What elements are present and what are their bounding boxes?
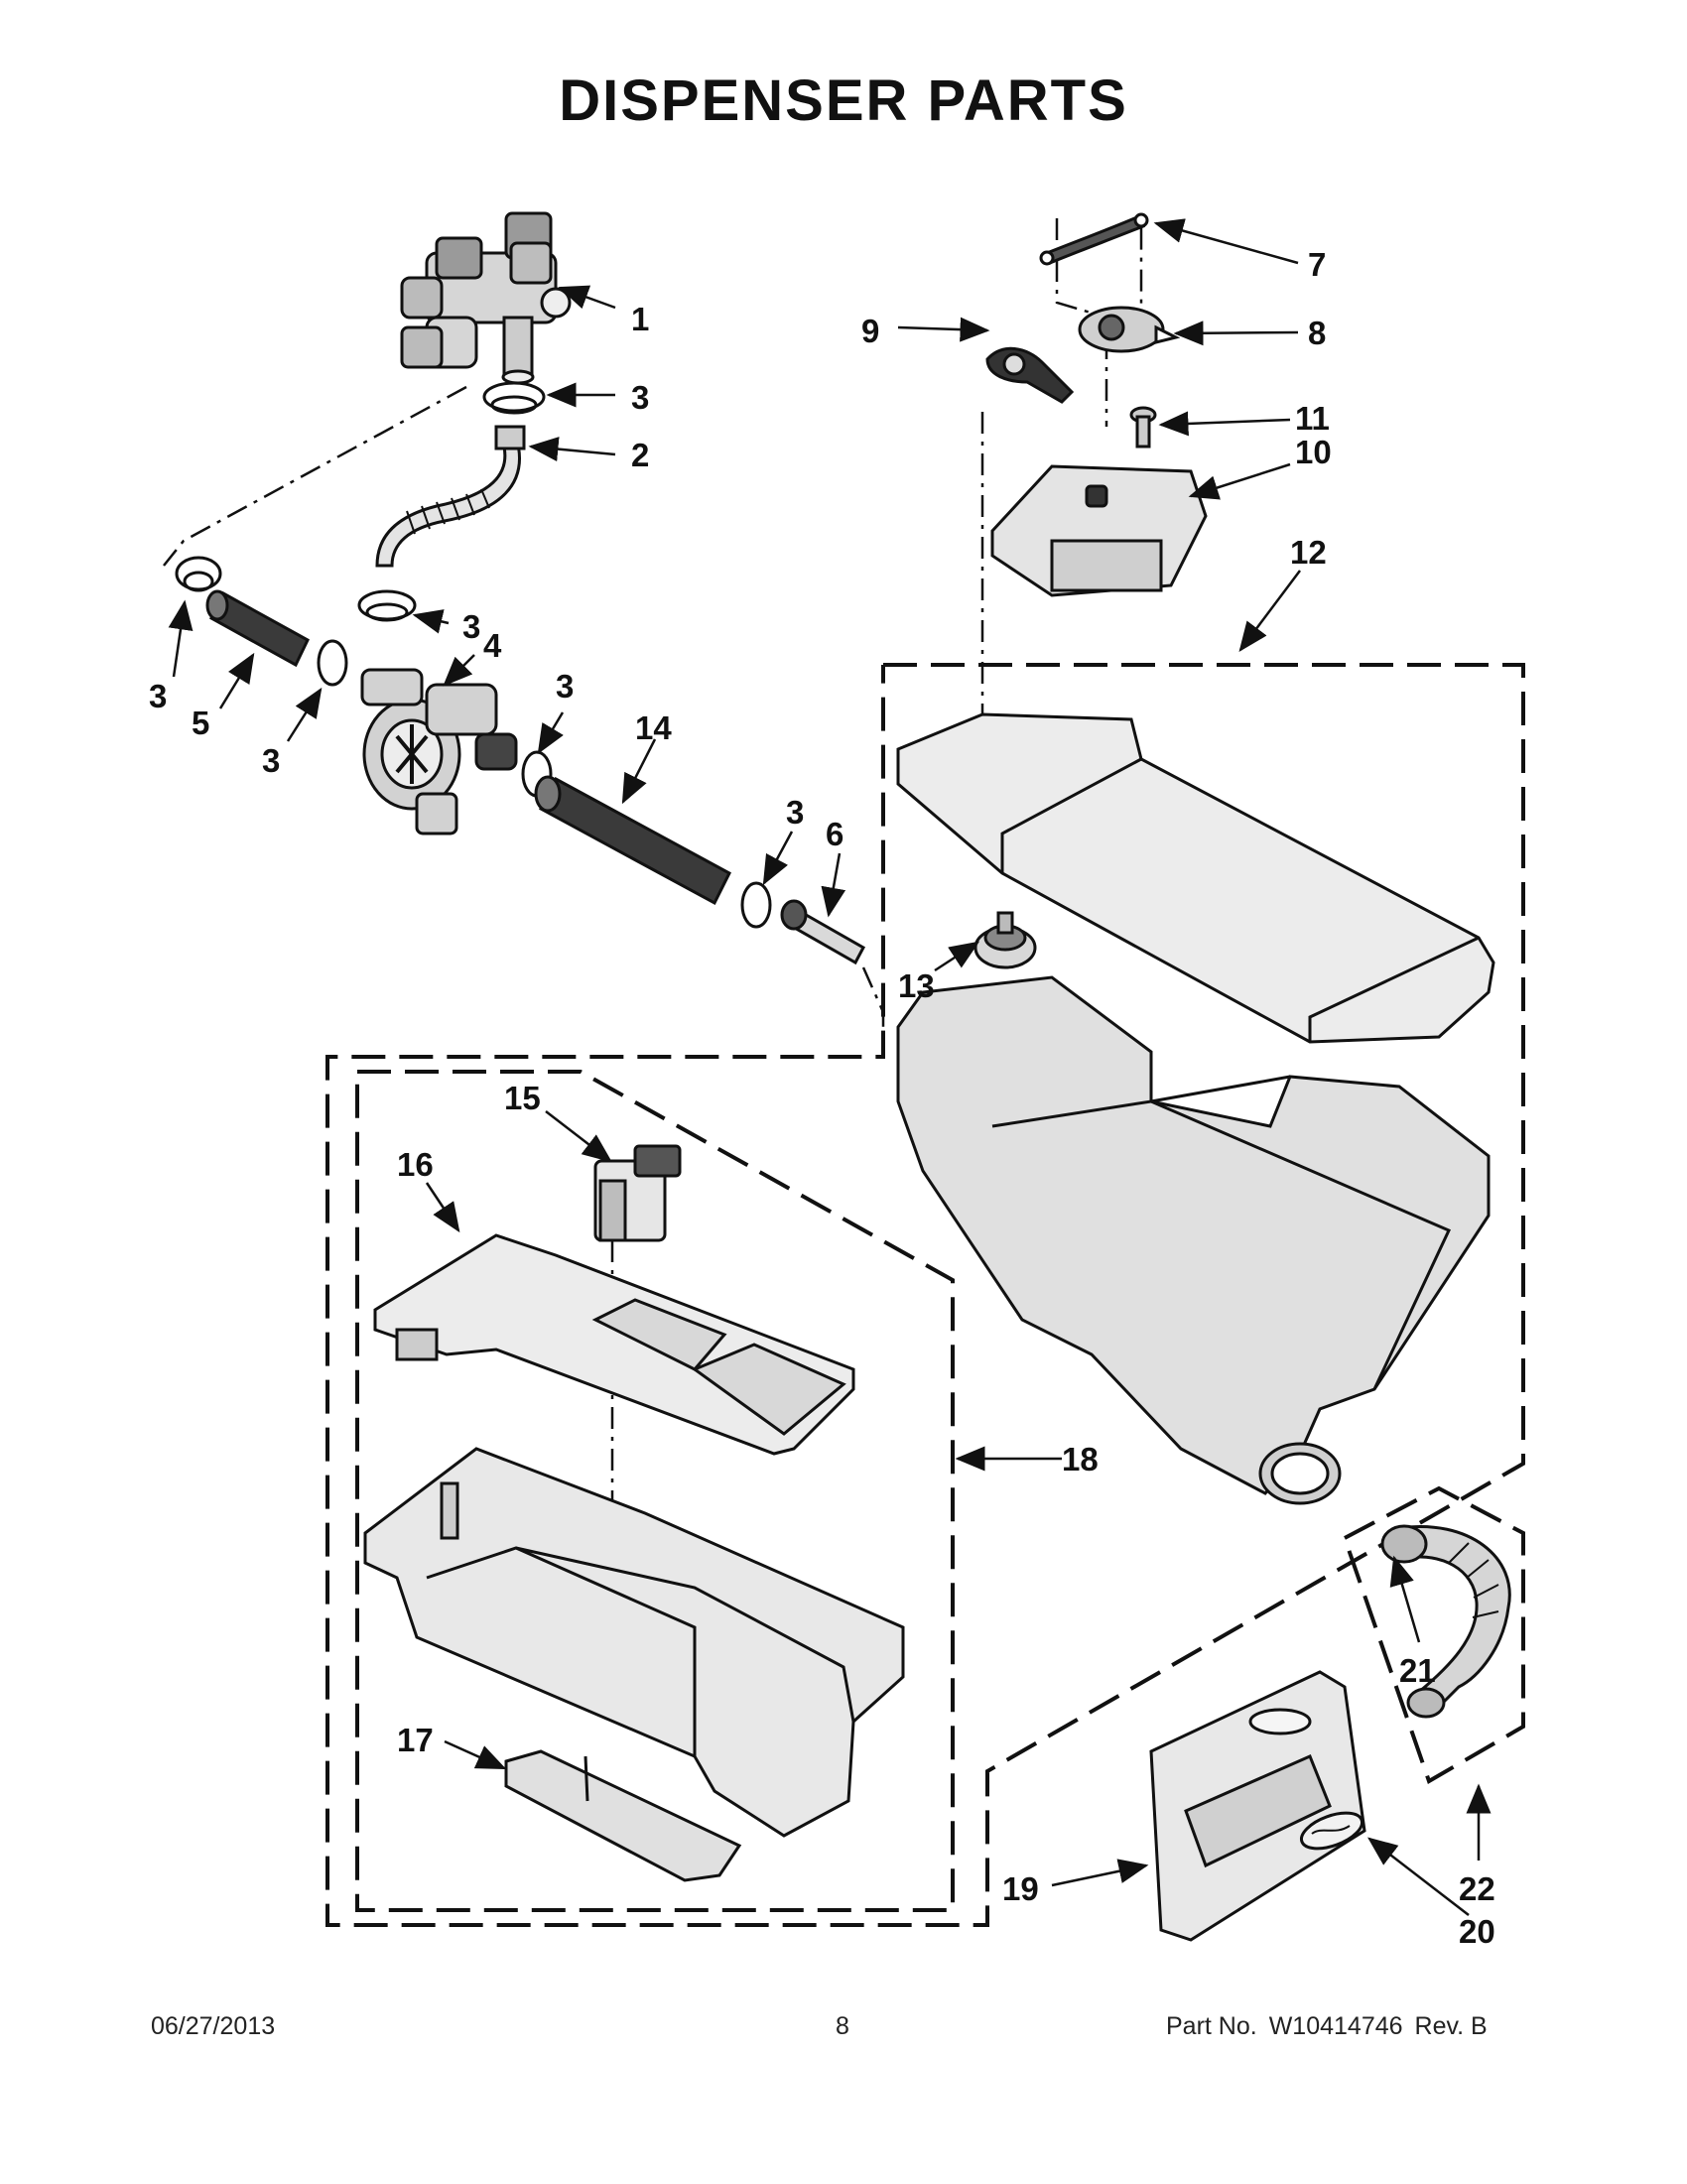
actuator-motor-part [990, 464, 1208, 597]
leader-5 [218, 652, 255, 709]
water-valve-part [400, 211, 572, 385]
callout-3: 3 [556, 668, 574, 705]
callout-16: 16 [397, 1146, 434, 1183]
leader-7 [1153, 218, 1299, 265]
callout-3: 3 [631, 379, 649, 416]
callout-19: 19 [1002, 1870, 1039, 1907]
drawer-body-part [363, 1447, 905, 1838]
callout-3: 3 [262, 742, 280, 779]
drawer-insert-part [373, 1233, 855, 1456]
leader-1 [558, 285, 616, 310]
callout-21: 21 [1399, 1652, 1436, 1689]
leader-10 [1188, 462, 1291, 500]
leader-6 [821, 852, 846, 918]
clamp-parts [175, 381, 772, 929]
pressure-sensor-part [973, 911, 1037, 969]
page-title: DISPENSER PARTS [559, 68, 1128, 133]
callout-17: 17 [397, 1722, 434, 1758]
leader-3e [537, 711, 565, 755]
callout-12: 12 [1290, 534, 1327, 571]
leader-17 [444, 1739, 507, 1770]
nozzle-part [780, 899, 866, 965]
footer-date: 06/27/2013 [151, 2012, 276, 2040]
leader-12 [1238, 570, 1301, 652]
lever-arm-part [985, 346, 1075, 404]
cam-gear-part [1078, 306, 1181, 353]
siphon-body-part [360, 668, 518, 835]
revision: Rev. B [1414, 2012, 1488, 2040]
footer-page-number: 8 [836, 2012, 849, 2040]
leader-16 [425, 1182, 460, 1233]
callout-9: 9 [861, 313, 879, 349]
leader-3c [168, 599, 194, 678]
leader-9 [897, 317, 990, 342]
drawer-front-part [1149, 1670, 1366, 1942]
group-outline-18 [355, 1070, 955, 1912]
actuator-link-part [1039, 212, 1149, 266]
leader-2 [528, 437, 616, 462]
callout-14: 14 [635, 709, 672, 746]
callout-4: 4 [483, 627, 502, 664]
callout-3: 3 [149, 678, 167, 714]
callout-22: 22 [1459, 1870, 1495, 1907]
leader-8 [1173, 321, 1299, 346]
detergent-cup-part [504, 1749, 742, 1882]
callout-2: 2 [631, 437, 649, 473]
leader-21 [1389, 1555, 1421, 1643]
callout-20: 20 [1459, 1913, 1495, 1950]
leader-3d [286, 687, 323, 742]
logo-badge-part [1299, 1811, 1364, 1851]
connector-valve-to-clamp [163, 385, 467, 567]
connector-tube-to-housing [861, 966, 885, 1057]
part-number: W10414746 [1268, 2012, 1403, 2040]
part-label: Part No. [1166, 2012, 1257, 2040]
group-outline-22 [1343, 1485, 1525, 1784]
leader-11 [1158, 411, 1291, 437]
leader-20 [1367, 1837, 1470, 1916]
callout-11: 11 [1295, 400, 1330, 437]
housing-lid-part [896, 712, 1495, 1044]
leader-19 [1051, 1859, 1149, 1887]
outlet-hose-part [1380, 1524, 1511, 1719]
leader-15 [545, 1110, 612, 1163]
callout-7: 7 [1308, 246, 1326, 283]
callout-10: 10 [1295, 434, 1332, 470]
footer-part-number: Part No. W10414746 Rev. B [1166, 2012, 1499, 2041]
valve-hose-part [375, 425, 526, 568]
long-tube-part [534, 775, 731, 906]
exploded-parts-diagram: 1 3 2 3 4 3 5 3 3 14 3 6 7 8 9 11 10 12 … [149, 211, 1525, 1950]
callout-6: 6 [826, 816, 844, 852]
siphon-cap-part [593, 1144, 682, 1242]
leader-4 [443, 654, 475, 687]
callout-3: 3 [786, 794, 804, 831]
callout-5: 5 [192, 705, 209, 741]
callout-15: 15 [504, 1080, 541, 1116]
group-outline-12 [325, 663, 1525, 1927]
screw-part [1129, 406, 1157, 449]
callout-18: 18 [1062, 1441, 1099, 1477]
short-tube-part [205, 589, 310, 668]
callout-8: 8 [1308, 315, 1326, 351]
leader-3f [762, 831, 794, 886]
callout-3: 3 [462, 608, 480, 645]
callout-1: 1 [631, 301, 649, 337]
callout-13: 13 [898, 967, 935, 1004]
leader-3b [412, 609, 450, 634]
leader-13 [934, 941, 980, 972]
leader-14 [621, 738, 657, 805]
dispenser-housing-part [896, 975, 1491, 1505]
